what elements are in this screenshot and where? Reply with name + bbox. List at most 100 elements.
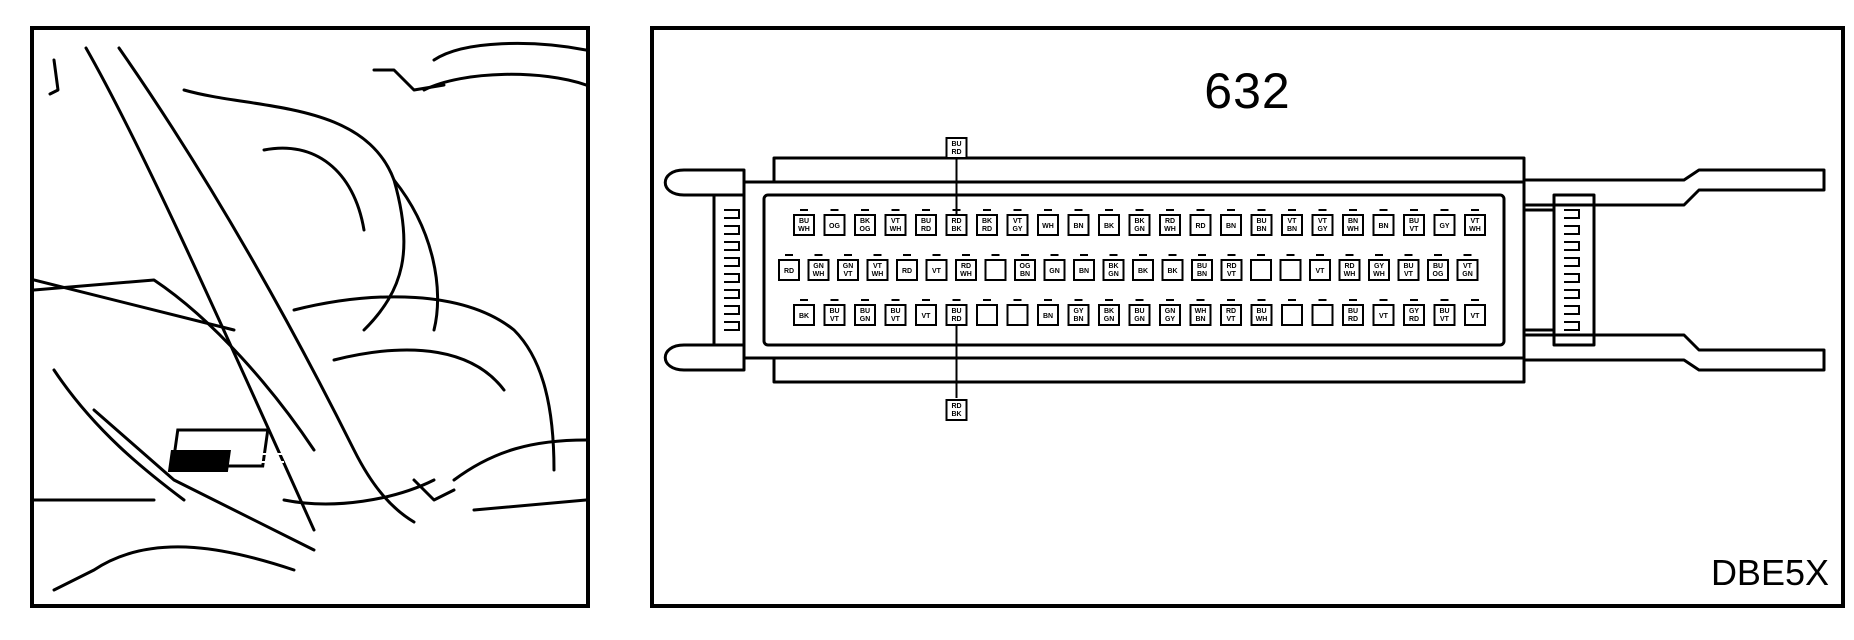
pin-wire-color: BU xyxy=(1197,263,1207,270)
housing-tooth xyxy=(1564,257,1580,267)
pin-wire-color: VT xyxy=(922,313,932,320)
connector-pin: BN xyxy=(1372,214,1395,236)
pin-wire-color: RD xyxy=(951,149,961,156)
connector-pin: GY xyxy=(1433,214,1456,236)
pin-wire-color: BU xyxy=(1134,308,1144,315)
pin-wire-color: RD xyxy=(1409,316,1419,323)
pin-wire-color: WH xyxy=(1373,271,1385,278)
pin-wire-color: BN xyxy=(1073,223,1083,230)
connector-pin: VT xyxy=(1309,259,1331,281)
pin-wire-color: BK xyxy=(799,313,809,320)
pin-wire-color: BU xyxy=(1439,308,1449,315)
housing-tooth xyxy=(724,321,740,331)
pin-wire-color: BK xyxy=(1134,218,1144,225)
pin-wire-color: GN xyxy=(813,263,824,270)
pin-wire-color: VT xyxy=(1471,218,1481,225)
pin-wire-color: BN xyxy=(1256,226,1266,233)
connector-pin: BN xyxy=(1073,259,1095,281)
housing-tooth xyxy=(1564,225,1580,235)
pin-wire-color: BU xyxy=(829,308,839,315)
pin-wire-color: WH xyxy=(1164,226,1176,233)
connector-pin: BN xyxy=(1220,214,1242,236)
pin-wire-color: RD xyxy=(1226,308,1236,315)
pin-wire-color: BK xyxy=(982,218,992,225)
pin-wire-color: GN xyxy=(843,263,854,270)
location-illustration-panel xyxy=(30,26,590,608)
pin-wire-color: VT xyxy=(1227,271,1237,278)
pin-wire-color: GY xyxy=(1073,308,1083,315)
pin-wire-color: GY xyxy=(1439,223,1449,230)
connector-pin: WH xyxy=(1037,214,1059,236)
connector-pin: RD xyxy=(778,259,800,281)
pin-wire-color: BK xyxy=(1104,308,1114,315)
pin-wire-color: BU xyxy=(1409,218,1419,225)
pin-wire-color: BU xyxy=(890,308,900,315)
pin-wire-color: WH xyxy=(1195,308,1207,315)
pin-wire-color: WH xyxy=(872,271,884,278)
pin-wire-color: VT xyxy=(1410,226,1420,233)
pin-wire-color: RD xyxy=(921,226,931,233)
pin-wire-color: VT xyxy=(1227,316,1237,323)
pin-wire-color: OG xyxy=(1433,271,1444,278)
pin-wire-color: GN xyxy=(860,316,871,323)
connector-pin: GN xyxy=(1043,259,1066,281)
pin-wire-color: WH xyxy=(1256,316,1268,323)
housing-tooth xyxy=(724,209,740,219)
pin-wire-color: WH xyxy=(1347,226,1359,233)
pin-wire-color: VT xyxy=(1318,218,1328,225)
pin-wire-color: BU xyxy=(799,218,809,225)
pin-wire-color: BU xyxy=(1403,263,1413,270)
pin-wire-color: RD xyxy=(902,268,912,275)
housing-tooth xyxy=(724,241,740,251)
connector-pin: BK xyxy=(1132,259,1154,281)
housing-tooth xyxy=(724,273,740,283)
pin-wire-color: BK xyxy=(1167,268,1177,275)
pin-wire-color: RD xyxy=(951,403,961,410)
pin-wire-color: WH xyxy=(960,271,972,278)
pin-wire-color: BU xyxy=(921,218,931,225)
pin-wire-color: VT xyxy=(1013,218,1023,225)
diagnostic-connector-illustration xyxy=(167,428,284,472)
pin-wire-color: BU xyxy=(1433,263,1443,270)
pin-wire-color: GY xyxy=(1409,308,1419,315)
connector-pin: VT xyxy=(915,304,937,326)
pin-wire-color: WH xyxy=(813,271,825,278)
pin-wire-color: BU xyxy=(951,141,961,148)
pin-wire-color: GN xyxy=(1134,316,1145,323)
housing-tooth xyxy=(724,257,740,267)
pin-wire-color: VT xyxy=(844,271,854,278)
connector-number: 632 xyxy=(1204,63,1291,119)
pin-wire-color: RD xyxy=(951,218,961,225)
housing-tooth xyxy=(724,225,740,235)
pin-wire-color: BK xyxy=(1108,263,1118,270)
pin-wire-color: GN xyxy=(1134,226,1145,233)
pin-wire-color: OG xyxy=(829,223,840,230)
diagram-code: DBE5X xyxy=(1710,552,1829,593)
pin-wire-color: WH xyxy=(890,226,902,233)
connector-pin: BN xyxy=(1067,214,1090,236)
pin-wire-color: VT xyxy=(830,316,840,323)
pin-wire-color: BK xyxy=(1138,268,1148,275)
pin-wire-color: VT xyxy=(891,218,901,225)
connector-pin xyxy=(1250,259,1272,281)
housing-tooth xyxy=(724,289,740,299)
